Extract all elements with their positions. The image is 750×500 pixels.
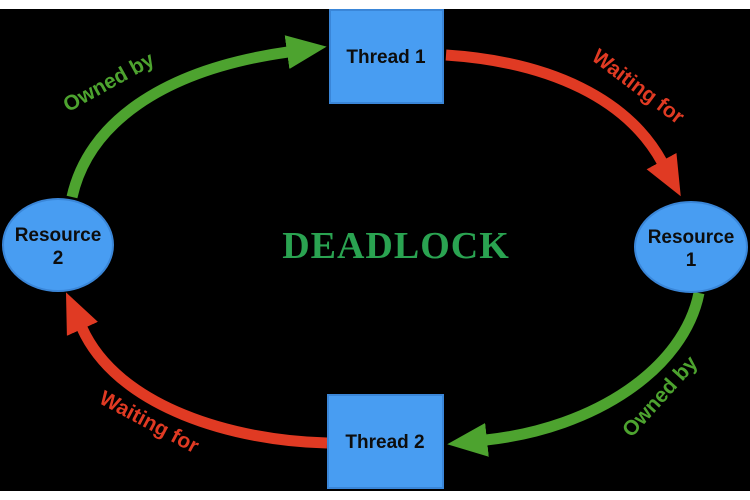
thread-1-label: Thread 1 <box>346 47 426 68</box>
edge-waiting-for-thread1-resource1 <box>445 49 681 197</box>
resource-1-ellipse <box>634 201 748 293</box>
edge-owned-by-resource1-thread2 <box>447 291 705 457</box>
thread-2-label: Thread 2 <box>345 432 424 453</box>
resource-1-label-line1: Resource <box>648 227 735 248</box>
diagram-title: DEADLOCK <box>282 225 510 267</box>
resource-2-ellipse <box>2 198 114 292</box>
thread-1-box <box>329 9 444 104</box>
node-thread-2: Thread 2 <box>327 394 444 489</box>
resource-1-label-line2: 1 <box>686 250 697 271</box>
node-resource-1: Resource 1 <box>634 201 748 293</box>
thread-2-box <box>327 394 444 489</box>
resource-2-label-line1: Resource <box>15 225 102 246</box>
edge-waiting-for-thread2-resource2 <box>65 292 328 449</box>
node-resource-2: Resource 2 <box>2 198 114 292</box>
edge-owned-by-resource2-thread1 <box>66 35 327 199</box>
node-thread-1: Thread 1 <box>329 9 444 104</box>
resource-2-label-line2: 2 <box>53 248 64 269</box>
